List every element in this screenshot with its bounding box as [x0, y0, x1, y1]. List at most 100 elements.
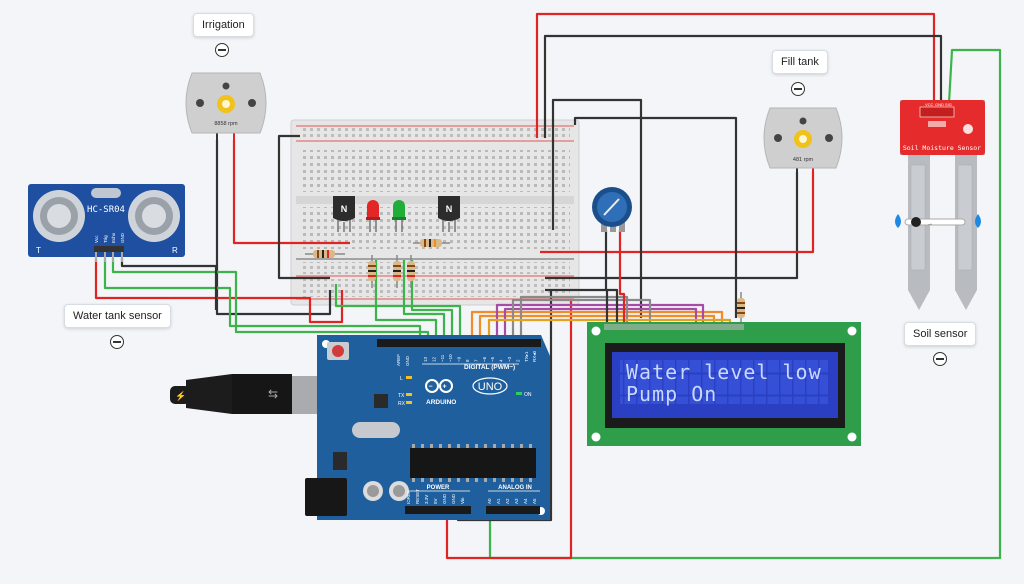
- arduino-aref-label: AREF: [396, 354, 401, 366]
- soil-moisture-sensor[interactable]: VCC GND SIG Soil Moisture Sensor →: [895, 100, 985, 310]
- callout-fill-tank[interactable]: Fill tank: [772, 50, 828, 74]
- power-header[interactable]: [405, 506, 471, 514]
- lcd-display[interactable]: [587, 322, 861, 446]
- transistor-right[interactable]: N: [438, 196, 460, 232]
- ultrasonic-t-label: T: [36, 246, 41, 255]
- power-pin-label-4: GND: [442, 493, 447, 504]
- wire-green-d9[interactable]: [334, 284, 462, 340]
- ultrasonic-pin-echo: Echo: [111, 232, 116, 243]
- wires: [94, 12, 1002, 560]
- lcd-line-2: Pump On: [626, 382, 718, 406]
- ultrasonic-sensor[interactable]: HC-SR04 T R Vcc Trig Echo GND: [28, 184, 185, 262]
- wire-red-5v[interactable]: [445, 300, 573, 560]
- on-label: ON: [524, 392, 532, 398]
- rx-label: RX: [398, 401, 406, 407]
- arduino-gnd-label: GND: [405, 355, 410, 366]
- wire-black-ultra-gnd[interactable]: [120, 258, 218, 310]
- lcd-header-pins: [604, 324, 744, 330]
- digital-pin-label-10: ~3: [507, 356, 512, 362]
- wire-red-filltank[interactable]: [540, 172, 815, 254]
- moisture-slider[interactable]: →: [895, 214, 981, 228]
- callout-irrigation[interactable]: Irrigation: [193, 13, 254, 37]
- motor-irrigation-rpm: 8858 rpm: [214, 121, 238, 127]
- digital-header[interactable]: [377, 339, 541, 347]
- wire-black-filltank[interactable]: [545, 172, 799, 280]
- transistor-left-label: N: [341, 204, 348, 214]
- callout-water-tank-sensor[interactable]: Water tank sensor: [64, 304, 171, 328]
- digital-pin-label-1: 12: [431, 356, 436, 362]
- usb-icon: ⇆: [268, 387, 278, 401]
- digital-pin-label-8: ~5: [490, 356, 495, 362]
- lightning-icon: ⚡: [175, 390, 186, 402]
- wire-red-soil-vcc[interactable]: [535, 12, 936, 138]
- ultrasonic-r-label: R: [172, 246, 178, 255]
- motor-irrigation[interactable]: 8858 rpm: [185, 72, 267, 145]
- wire-black-soil-gnd[interactable]: [543, 34, 943, 138]
- wire-green-ultra-trig[interactable]: [103, 258, 422, 340]
- led-green[interactable]: [392, 200, 406, 232]
- remove-fill-tank-icon[interactable]: [791, 82, 805, 96]
- tx-label: TX: [398, 393, 405, 399]
- wire-black-right-pot[interactable]: [573, 116, 738, 318]
- wire-black-irrigation[interactable]: [215, 140, 332, 316]
- digital-pin-label-9: 4: [499, 359, 504, 362]
- resistor-vertical-1[interactable]: [368, 255, 376, 288]
- digital-pin-label-0: 13: [423, 356, 428, 362]
- usb-cable[interactable]: ⇆ ⚡: [170, 374, 350, 414]
- ultrasonic-pin-trig: Trig: [103, 235, 108, 243]
- ultrasonic-pin-gnd: GND: [120, 232, 125, 243]
- power-pin-label-3: 5V: [433, 498, 438, 504]
- remove-water-tank-sensor-icon[interactable]: [110, 335, 124, 349]
- power-pin-label-0: IOREF: [406, 490, 411, 504]
- reset-button[interactable]: [332, 345, 344, 357]
- svg-text:−: −: [429, 384, 433, 391]
- power-pin-label-2: 3.3V: [424, 495, 429, 504]
- wire-black-left-loop[interactable]: [277, 134, 330, 280]
- wire-green-soil-sig[interactable]: [488, 48, 1002, 560]
- analog-pin-label-0: A0: [487, 498, 492, 504]
- power-label: POWER: [427, 485, 450, 491]
- l-led-label: L: [400, 376, 403, 382]
- wire-green-d10[interactable]: [410, 260, 454, 340]
- wire-black-bb-lcd[interactable]: [545, 288, 609, 322]
- digital-pin-label-13: RX◂0: [532, 350, 537, 362]
- wire-red-pot[interactable]: [618, 230, 626, 322]
- analog-label: ANALOG IN: [498, 485, 532, 491]
- potentiometer[interactable]: [592, 187, 632, 232]
- resistor-vertical-3[interactable]: [407, 255, 415, 288]
- remove-irrigation-icon[interactable]: [215, 43, 229, 57]
- resistor-horizontal-mid[interactable]: [413, 239, 450, 247]
- wire-purple-lcd-1[interactable]: [495, 303, 705, 340]
- resistor-horizontal-left[interactable]: [305, 250, 345, 258]
- wire-orange-lcd-3[interactable]: [487, 318, 732, 340]
- soil-pin-vcc: VCC: [925, 102, 934, 107]
- digital-label: DIGITAL (PWM~): [464, 364, 515, 371]
- wire-green-ultra-echo[interactable]: [111, 258, 430, 340]
- digital-pin-label-4: ~9: [457, 356, 462, 362]
- lcd-line-1: Water level low: [626, 360, 822, 384]
- wire-orange-lcd-1[interactable]: [470, 310, 724, 340]
- digital-pin-label-12: TX▸1: [524, 351, 529, 362]
- wire-gray-lcd-2[interactable]: [519, 295, 629, 340]
- resistor-lcd-backlight[interactable]: [737, 292, 745, 324]
- wire-green-d12[interactable]: [374, 260, 438, 340]
- analog-header[interactable]: [486, 506, 540, 514]
- resistor-vertical-2[interactable]: [393, 255, 401, 288]
- motor-fill-tank[interactable]: 481 rpm: [763, 107, 843, 178]
- wire-red-ultra-vcc[interactable]: [94, 258, 344, 324]
- wire-black-top-loop[interactable]: [551, 98, 643, 318]
- transistor-left[interactable]: N: [333, 196, 355, 232]
- digital-pin-label-7: ~6: [482, 356, 487, 362]
- uno-logo-oval: [472, 377, 508, 395]
- led-red[interactable]: [366, 200, 380, 232]
- remove-soil-sensor-icon[interactable]: [933, 352, 947, 366]
- arduino-logo: − +: [425, 379, 453, 393]
- analog-pin-label-5: A5: [532, 498, 537, 504]
- callout-soil-sensor[interactable]: Soil sensor: [904, 322, 977, 346]
- wire-black-pot[interactable]: [604, 230, 619, 322]
- wire-red-irrigation[interactable]: [232, 140, 350, 245]
- wire-green-d11[interactable]: [402, 260, 446, 340]
- wire-purple-lcd-2[interactable]: [503, 307, 698, 340]
